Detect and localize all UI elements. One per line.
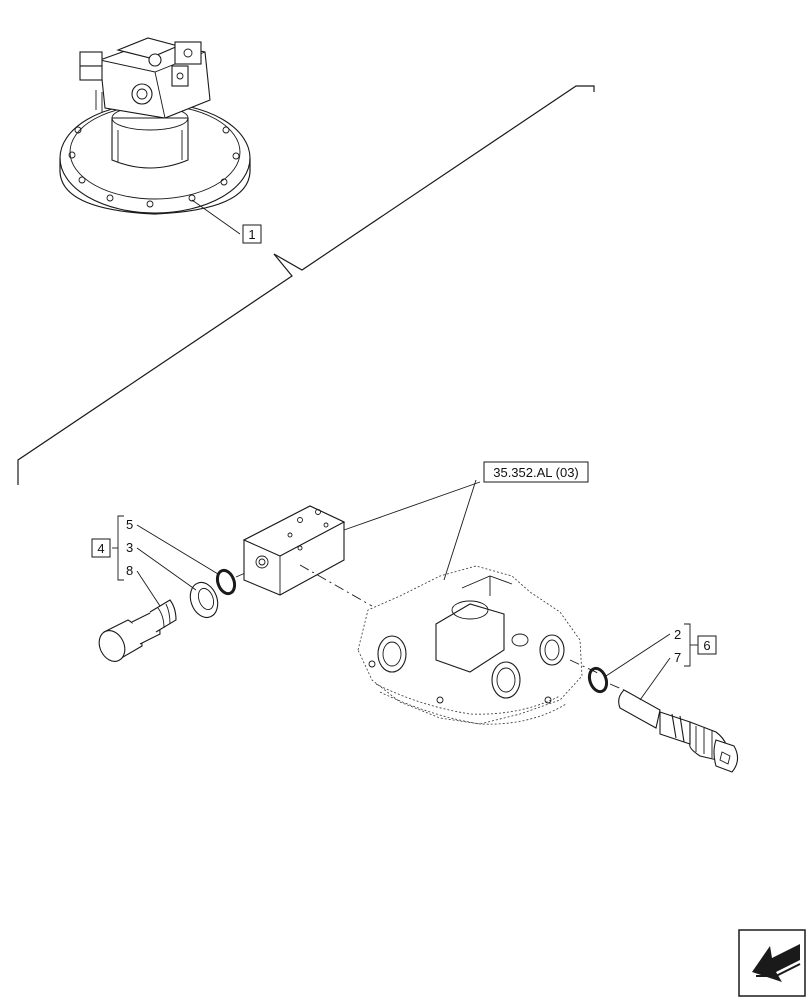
detail-separator-line: [17, 85, 595, 485]
callout-1-label: 1: [248, 227, 255, 242]
callout-3-label: 3: [126, 540, 133, 555]
valve-housing[interactable]: [357, 565, 583, 725]
valve-block[interactable]: [242, 505, 346, 596]
swing-motor-assembly[interactable]: [59, 37, 251, 215]
callout-4-label: 4: [97, 541, 104, 556]
o-ring-right[interactable]: [586, 666, 609, 694]
sealing-washer[interactable]: [186, 579, 223, 622]
callout-1[interactable]: 1: [242, 224, 262, 244]
prev-page-arrow-icon[interactable]: [738, 929, 806, 997]
callout-6-label: 6: [703, 638, 710, 653]
callout-5-label: 5: [126, 517, 133, 532]
reference-callout[interactable]: 35.352.AL (03): [483, 461, 589, 483]
callout-2-label: 2: [674, 627, 681, 642]
o-ring-left[interactable]: [214, 568, 237, 596]
relief-valve-cartridge[interactable]: [618, 689, 739, 773]
callout-7-label: 7: [674, 650, 681, 665]
callout-6[interactable]: 6: [697, 635, 717, 655]
callout-4[interactable]: 4: [91, 538, 111, 558]
plug-part[interactable]: [94, 599, 177, 666]
callout-8-label: 8: [126, 563, 133, 578]
reference-callout-label: 35.352.AL (03): [493, 465, 579, 480]
